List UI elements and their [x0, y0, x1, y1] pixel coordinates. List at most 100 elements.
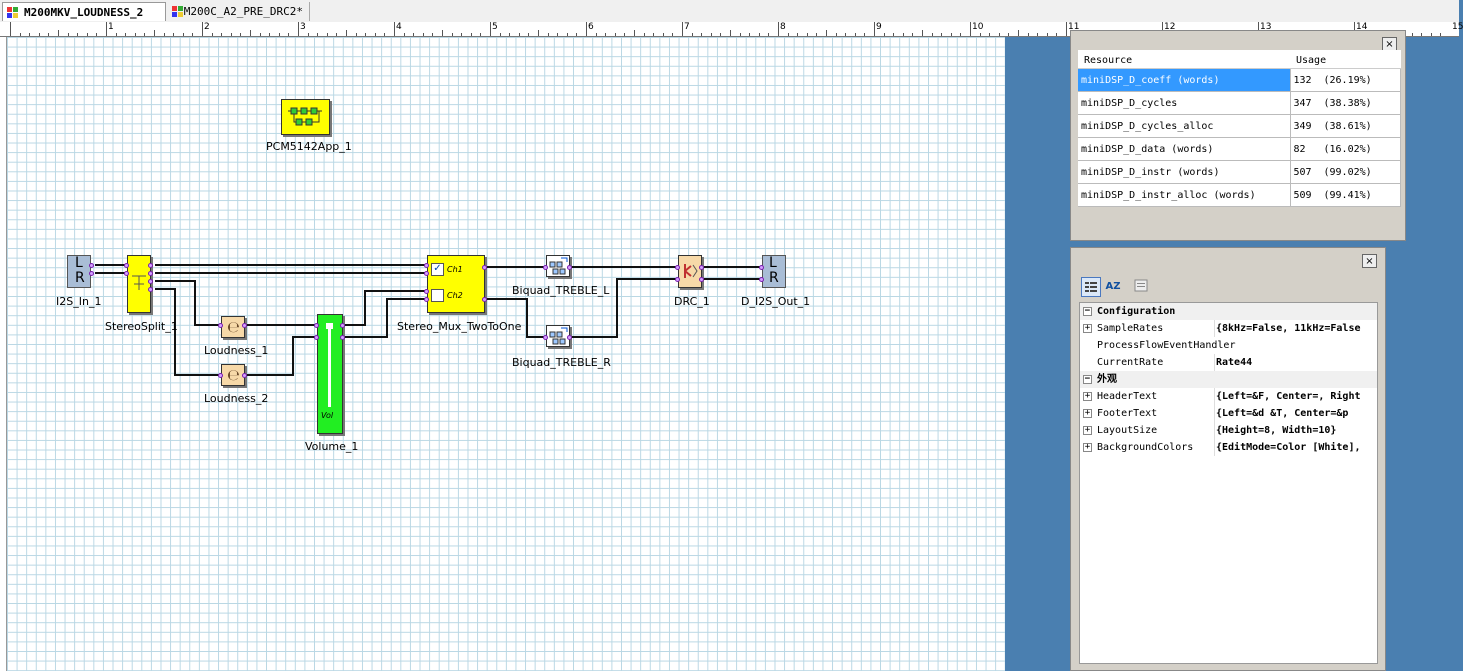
mux-in-pin-2[interactable] [424, 271, 429, 276]
tab-m200mkv-loudness[interactable]: M200MKV_LOUDNESS_2 [2, 2, 166, 21]
expand-icon[interactable]: + [1083, 442, 1092, 452]
property-row-footertext[interactable]: + FooterText {Left=&d &T, Center=&p [1080, 405, 1377, 422]
property-row-samplerates[interactable]: + SampleRates {8kHz=False, 11kHz=False [1080, 320, 1377, 337]
expand-icon[interactable]: + [1083, 408, 1092, 418]
resource-row[interactable]: miniDSP_D_coeff (words)132(26.19%) [1078, 68, 1401, 92]
property-pages-icon[interactable] [1131, 277, 1151, 297]
drc-block[interactable] [678, 255, 702, 288]
close-icon[interactable]: × [1362, 254, 1377, 268]
alphabetical-sort-icon[interactable]: AZ [1105, 281, 1121, 292]
split-in-pin-l[interactable] [124, 263, 129, 268]
category-configuration[interactable]: − Configuration [1080, 303, 1377, 320]
loudness-1-out-pin[interactable] [242, 323, 247, 328]
ruler-tick [1421, 33, 1423, 36]
loudness-2-label: Loudness_2 [204, 392, 269, 405]
volume-slider-thumb[interactable] [326, 323, 333, 329]
property-value[interactable]: {Left=&d &T, Center=&p [1214, 405, 1379, 422]
close-icon[interactable]: × [1382, 37, 1397, 51]
biquad-l-out-pin[interactable] [567, 265, 572, 270]
split-out-pin-3[interactable] [148, 279, 153, 284]
category-appearance[interactable]: − 外观 [1080, 371, 1377, 388]
volume-out-pin-2[interactable] [340, 335, 345, 340]
loudness-2-out-pin[interactable] [242, 373, 247, 378]
drc-in-pin-r[interactable] [675, 277, 680, 282]
mux-in-pin-1[interactable] [424, 263, 429, 268]
expand-icon[interactable]: + [1083, 323, 1092, 333]
column-header-resource[interactable]: Resource [1078, 50, 1290, 69]
property-value[interactable]: {Left=&F, Center=, Right [1214, 388, 1379, 405]
ruler-tick [643, 33, 645, 36]
ruler-tick [605, 33, 607, 36]
i2s-in-pin-l[interactable] [89, 263, 94, 268]
ch1-checkbox[interactable]: ✓ [431, 263, 444, 276]
split-in-pin-r[interactable] [124, 271, 129, 276]
d-i2s-out-block[interactable]: L R [762, 255, 786, 288]
loudness-1-in-pin[interactable] [218, 323, 223, 328]
collapse-icon[interactable]: − [1083, 306, 1092, 316]
out-pin-r[interactable] [759, 277, 764, 282]
out-pin-l[interactable] [759, 265, 764, 270]
usage-percent: (99.41%) [1323, 189, 1372, 201]
categorized-view-icon[interactable] [1081, 277, 1101, 297]
volume-out-pin-1[interactable] [340, 323, 345, 328]
volume-in-pin-2[interactable] [314, 335, 319, 340]
loudness-1-block[interactable]: ℮ [221, 316, 245, 338]
stereo-mux-block[interactable]: ✓ Ch1 Ch2 [427, 255, 485, 313]
volume-in-pin-1[interactable] [314, 323, 319, 328]
property-row-layoutsize[interactable]: + LayoutSize {Height=8, Width=10} [1080, 422, 1377, 439]
stereo-split-block[interactable] [127, 255, 151, 313]
drc-in-pin-l[interactable] [675, 265, 680, 270]
property-row-backgroundcolors[interactable]: + BackgroundColors {EditMode=Color [Whit… [1080, 439, 1377, 456]
tab-label: M200C_A2_PRE_DRC2* [183, 5, 303, 18]
split-out-pin-1[interactable] [148, 263, 153, 268]
resource-row[interactable]: miniDSP_D_instr_alloc (words)509(99.41%) [1078, 183, 1401, 207]
loudness-2-in-pin[interactable] [218, 373, 223, 378]
ruler-tick [394, 22, 395, 36]
expand-icon[interactable]: + [1083, 391, 1092, 401]
column-header-usage[interactable]: Usage [1290, 50, 1400, 69]
ruler-tick [470, 33, 472, 36]
loudness-2-block[interactable]: ℮ [221, 364, 245, 386]
ruler-tick [298, 22, 299, 36]
split-out-pin-2[interactable] [148, 271, 153, 276]
pcm5142-app-block[interactable] [281, 99, 330, 135]
property-row-currentrate[interactable]: CurrentRate Rate44 [1080, 354, 1377, 371]
mux-out-pin-1[interactable] [482, 265, 487, 270]
usage-percent: (99.02%) [1323, 166, 1372, 178]
ruler-tick [720, 33, 722, 36]
volume-slider-track[interactable] [328, 327, 331, 407]
volume-block[interactable]: Vol [317, 314, 343, 434]
property-row-processflow[interactable]: ProcessFlowEventHandler [1080, 337, 1377, 354]
resource-row[interactable]: miniDSP_D_instr (words)507(99.02%) [1078, 160, 1401, 184]
biquad-r-out-pin[interactable] [567, 335, 572, 340]
biquad-l-in-pin[interactable] [543, 265, 548, 270]
stereo-mux-label: Stereo_Mux_TwoToOne [397, 320, 522, 333]
expand-icon[interactable]: + [1083, 425, 1092, 435]
drc-out-pin-r[interactable] [699, 277, 704, 282]
property-row-headertext[interactable]: + HeaderText {Left=&F, Center=, Right [1080, 388, 1377, 405]
mux-in-pin-4[interactable] [424, 297, 429, 302]
ruler-tick [586, 22, 587, 36]
drc-out-pin-l[interactable] [699, 265, 704, 270]
property-value[interactable]: Rate44 [1214, 354, 1379, 371]
i2s-in-pin-r[interactable] [89, 271, 94, 276]
schematic-canvas[interactable]: PCM5142App_1 L R I2S_In_1 StereoSplit_1 … [7, 37, 1005, 671]
tab-m200c-a2-pre-drc2[interactable]: M200C_A2_PRE_DRC2* [168, 2, 310, 21]
ruler-tick [326, 33, 328, 36]
property-value[interactable]: {Height=8, Width=10} [1214, 422, 1379, 439]
collapse-icon[interactable]: − [1083, 374, 1092, 384]
ch2-checkbox[interactable] [431, 289, 444, 302]
split-out-pin-4[interactable] [148, 287, 153, 292]
property-value[interactable]: {EditMode=Color [White], [1214, 439, 1379, 456]
ruler-tick [1046, 33, 1048, 36]
ruler-tick [902, 33, 904, 36]
resource-row[interactable]: miniDSP_D_data (words)82(16.02%) [1078, 137, 1401, 161]
biquad-r-in-pin[interactable] [543, 335, 548, 340]
mux-in-pin-3[interactable] [424, 289, 429, 294]
i2s-in-block[interactable]: L R [67, 255, 91, 288]
property-grid[interactable]: − Configuration + SampleRates {8kHz=Fals… [1079, 302, 1378, 664]
mux-out-pin-2[interactable] [482, 297, 487, 302]
property-value[interactable]: {8kHz=False, 11kHz=False [1214, 320, 1379, 337]
